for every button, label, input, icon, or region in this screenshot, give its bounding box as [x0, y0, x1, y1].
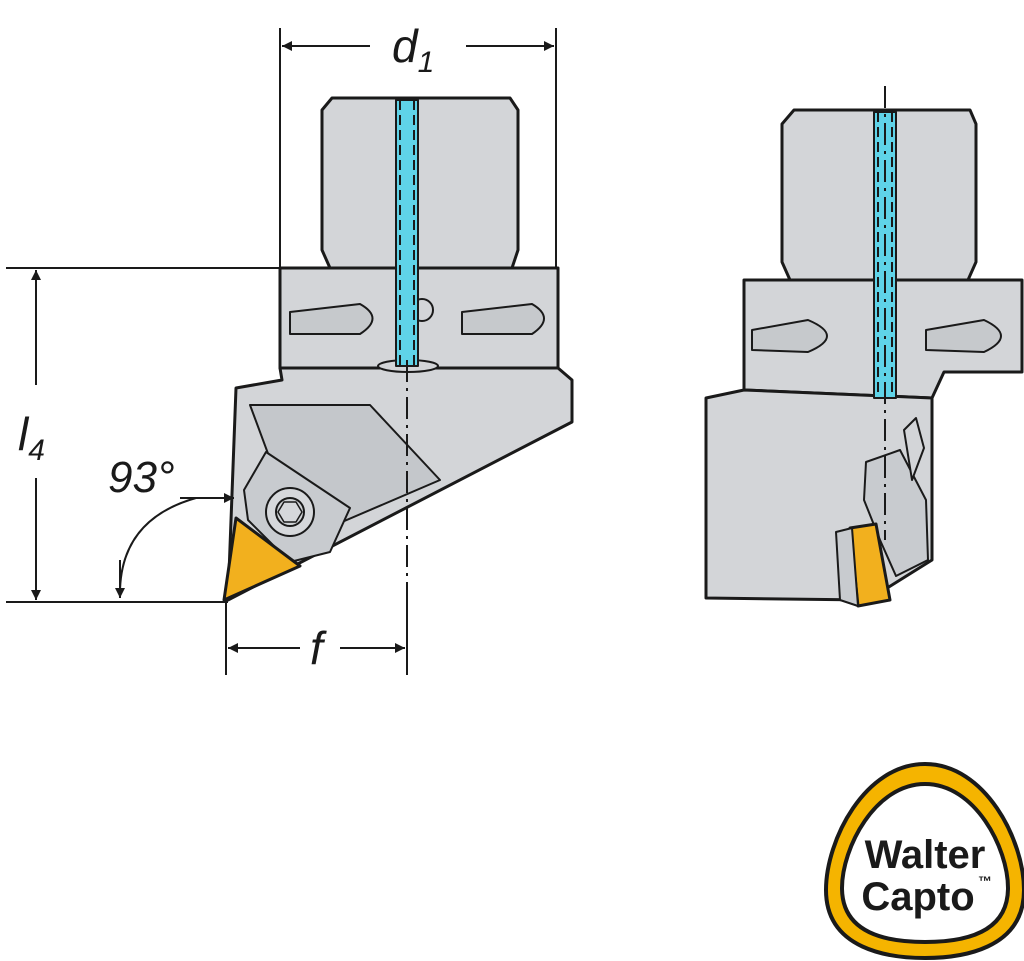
logo-inner-ring — [839, 781, 1011, 945]
dimension-l4 — [6, 267, 280, 603]
f-label: f — [310, 622, 327, 674]
side-slot-left — [751, 319, 828, 353]
front-slot-right — [461, 303, 545, 335]
dimension-d1 — [279, 28, 557, 268]
d1-label: d1 — [392, 20, 434, 79]
dimension-angle — [115, 493, 234, 599]
angle-label: 93° — [108, 453, 175, 502]
front-slot-left — [289, 303, 374, 335]
side-slot-right — [925, 319, 1002, 353]
l4-label: l4 — [18, 408, 45, 467]
side-view — [704, 108, 1024, 608]
side-clamp-upper — [903, 417, 925, 481]
front-insert — [222, 516, 302, 602]
walter-capto-logo: Walter Capto ™ — [823, 761, 1024, 961]
logo-line2: Capto — [861, 875, 974, 919]
front-view — [222, 96, 574, 602]
side-clamp — [863, 449, 929, 577]
logo-line1: Walter — [865, 833, 986, 877]
side-insert-seat — [835, 527, 859, 607]
dimension-f — [225, 600, 408, 675]
logo-trademark: ™ — [978, 873, 992, 889]
front-shank — [320, 96, 520, 270]
